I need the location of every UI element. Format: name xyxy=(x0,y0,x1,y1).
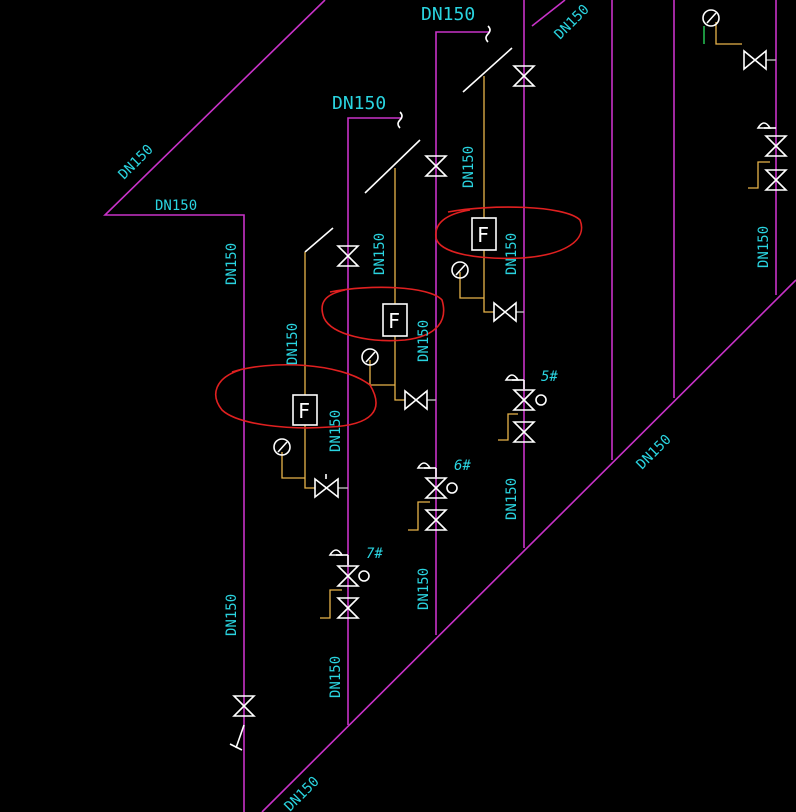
gate-valve-icon xyxy=(743,49,767,71)
pipe-size-label: DN150 xyxy=(504,478,520,520)
pressure-gauge-icon xyxy=(361,348,379,366)
branch-valves xyxy=(314,49,767,499)
pipe-size-label: DN150 xyxy=(756,226,772,268)
flow-meter-label: F xyxy=(298,399,310,423)
gate-valve-icon xyxy=(336,245,360,267)
station-tag-7: 7# xyxy=(366,546,383,562)
gate-valve-icon xyxy=(764,169,788,191)
pipe-size-label: DN150 xyxy=(552,2,593,43)
pipe-size-label: DN150 xyxy=(116,142,157,183)
pressure-gauge-icon xyxy=(451,261,469,279)
flow-meter-label: F xyxy=(388,309,400,333)
pipe-size-label: DN150 xyxy=(224,243,240,285)
flow-meter-box xyxy=(471,217,497,251)
gate-valve-icon xyxy=(404,389,428,411)
control-valve-icon xyxy=(756,122,788,157)
pipe-break-1 xyxy=(397,111,403,129)
pressure-gauge-icon xyxy=(273,438,291,456)
pipe-top-right-diagonal xyxy=(531,0,566,27)
main-pipes xyxy=(103,0,796,812)
pipe-size-label: DN150 xyxy=(634,432,675,473)
gate-valve-icon xyxy=(314,477,339,499)
pipe-size-label: DN150 xyxy=(285,323,301,365)
station-tag-5: 5# xyxy=(541,369,558,385)
pipe-size-label: DN150 xyxy=(416,320,432,362)
pipe-size-label: DN150 xyxy=(224,594,240,636)
gate-valve-icon xyxy=(424,155,448,177)
control-valve-icon xyxy=(416,462,458,531)
flow-meter-label: F xyxy=(477,223,489,247)
flow-meter-box xyxy=(292,394,318,426)
pipe-size-label: DN150 xyxy=(416,568,432,610)
station-tag-6: 6# xyxy=(454,458,471,474)
pipe-bottom-diagonal xyxy=(261,279,796,812)
flow-meters: F F F xyxy=(292,217,497,426)
annotation-circle xyxy=(215,363,377,429)
pipe-size-label: DN150 xyxy=(282,774,323,812)
diagonal-breaks xyxy=(304,47,513,253)
pipe-riser-1 xyxy=(347,117,402,725)
pressure-gauge-icon xyxy=(702,9,720,27)
pipe-riser-2 xyxy=(435,31,490,635)
pipe-size-label: DN150 xyxy=(155,198,197,214)
pipe-size-label: DN150 xyxy=(461,146,477,188)
flow-meter-box xyxy=(382,303,408,337)
red-annotations xyxy=(215,206,583,429)
pipe-size-label: DN150 xyxy=(332,93,386,114)
riser-valves xyxy=(229,65,788,751)
annotation-circle xyxy=(321,286,445,342)
control-valve-icon xyxy=(328,549,370,619)
gray-stubs xyxy=(338,59,776,489)
pipe-size-label: DN150 xyxy=(372,233,388,275)
pipe-top-diagonal xyxy=(103,0,326,812)
control-valve-icon xyxy=(504,374,547,443)
control-valve-stations xyxy=(328,122,788,619)
pipe-size-label: DN150 xyxy=(504,233,520,275)
gate-valve-icon xyxy=(493,301,517,323)
gate-valve-icon xyxy=(232,695,256,717)
pipe-size-label: DN150 xyxy=(328,656,344,698)
pipe-break-2 xyxy=(485,25,491,43)
annotation-circle xyxy=(435,206,583,260)
pipe-size-label: DN150 xyxy=(328,410,344,452)
gate-valve-icon xyxy=(512,65,536,87)
station-tags: 5# 6# 7# xyxy=(366,369,558,562)
pressure-gauges xyxy=(273,9,720,456)
pipe-size-label: DN150 xyxy=(421,4,475,25)
